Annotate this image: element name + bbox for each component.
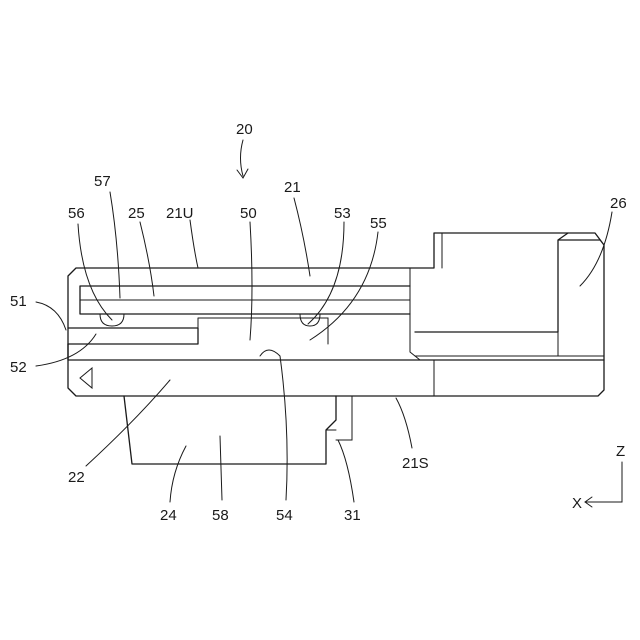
label-21s: 21S [402,455,429,472]
label-26: 26 [610,195,627,212]
label-31: 31 [344,507,361,524]
label-20: 20 [236,121,253,138]
leader-51 [36,302,66,330]
label-51: 51 [10,293,27,310]
front-tip-22 [80,368,92,388]
leader-26 [580,212,612,286]
label-54: 54 [276,507,293,524]
leader-57 [110,192,120,298]
label-21: 21 [284,179,301,196]
separator-line [68,344,604,360]
axis-lines [586,462,622,502]
lock-arm-52 [68,328,198,344]
label-22: 22 [68,469,85,486]
guide-53-notch [300,314,320,326]
leader-20 [241,140,244,176]
leader-56 [78,224,112,320]
leader-50 [250,222,252,340]
lock-arm-51-step [198,318,328,344]
leader-22 [86,380,170,466]
axis-x-label: X [572,495,582,512]
leader-24 [170,446,186,502]
label-57: 57 [94,173,111,190]
label-53: 53 [334,205,351,222]
right-slider-26 [415,233,600,332]
lower-protrusion-24 [124,396,336,464]
leader-54 [260,350,287,500]
label-52: 52 [10,359,27,376]
label-24: 24 [160,507,177,524]
axis-z-label: Z [616,443,625,460]
leader-52 [36,334,96,366]
leader-25 [140,222,154,296]
label-56: 56 [68,205,85,222]
leader-21s [396,398,412,448]
protrusion-31 [326,396,352,440]
label-55: 55 [370,215,387,232]
label-58: 58 [212,507,229,524]
label-21u: 21U [166,205,194,222]
leader-21u [190,220,198,268]
axis-indicator: Z X [572,443,625,512]
right-slider-inner [415,240,604,396]
leader-31 [338,440,354,502]
right-block-step [410,233,442,360]
label-25: 25 [128,205,145,222]
leader-58 [220,436,222,500]
label-50: 50 [240,205,257,222]
leader-53 [308,222,344,324]
leader-21 [294,198,310,276]
